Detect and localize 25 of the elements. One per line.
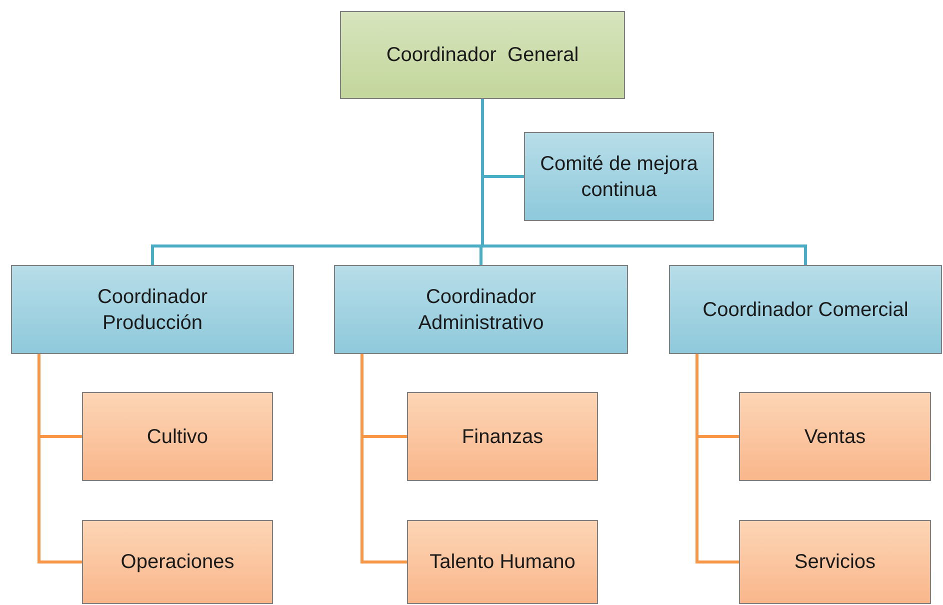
unit-box xyxy=(739,520,931,604)
box-label: Cultivo xyxy=(146,424,208,450)
connector-line xyxy=(696,354,739,564)
unit-box xyxy=(407,520,598,604)
connector-line xyxy=(360,354,407,564)
department-box xyxy=(524,132,714,221)
box-label: Finanzas xyxy=(462,424,544,450)
head-box xyxy=(340,11,625,99)
unit-box xyxy=(82,392,273,481)
unit-box xyxy=(82,520,273,604)
unit-box xyxy=(407,392,598,481)
connector-line xyxy=(38,354,82,564)
department-box xyxy=(669,265,942,354)
box-label: Coordinador General xyxy=(386,43,579,68)
box-label: Operaciones xyxy=(120,550,234,575)
department-box xyxy=(334,265,628,354)
department-box xyxy=(11,265,294,354)
box-label: Comité de mejora continua xyxy=(539,152,699,202)
box-label: Coordinador Comercial xyxy=(702,298,908,322)
box-label: Ventas xyxy=(804,424,866,450)
box-label: Coordinador Producción xyxy=(96,284,209,336)
box-label: Coordinador Administrativo xyxy=(417,284,545,336)
box-label: Servicios xyxy=(794,550,876,575)
unit-box xyxy=(739,392,931,481)
box-label: Talento Humano xyxy=(430,550,576,575)
